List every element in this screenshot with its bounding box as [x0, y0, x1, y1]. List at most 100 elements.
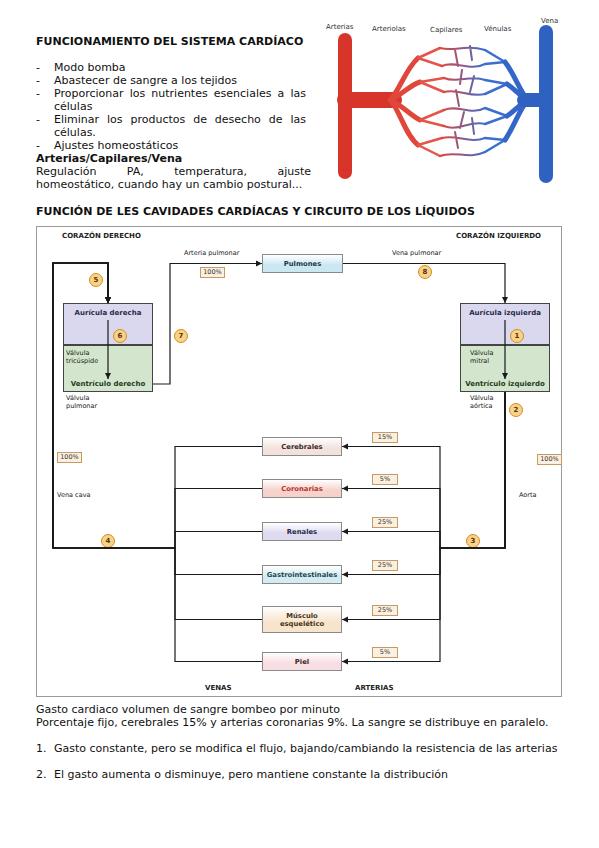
body-text: Modo bomba	[54, 61, 304, 74]
arrow-head	[105, 297, 111, 303]
body-text: Abastecer de sangre a los tejidos	[54, 74, 304, 87]
callout-number: 2	[509, 403, 523, 417]
flow-line	[53, 263, 262, 548]
percent-tag: 5%	[372, 647, 398, 658]
body-text: El gasto aumenta o disminuye, pero manti…	[54, 768, 562, 781]
flow-connector	[53, 263, 262, 548]
node-title: Aurícula izquierda	[469, 309, 541, 318]
flow-connector	[342, 392, 505, 548]
flow-line	[342, 392, 505, 548]
body-text: Porcentaje fijo, cerebrales 15% y arteri…	[36, 716, 562, 729]
arrow-head	[342, 486, 348, 492]
node-title: Ventrículo izquierdo	[465, 380, 545, 389]
node-title: Coronarias	[281, 485, 322, 493]
flow-connector	[342, 392, 505, 578]
percent-tag: 100%	[57, 452, 82, 463]
arteriole-twigs	[418, 48, 444, 156]
arrow-head	[105, 297, 111, 303]
edge-label: Arteria pulmonar	[184, 250, 239, 258]
flow-line	[53, 263, 262, 548]
flow-connector	[342, 392, 505, 548]
node-title: Músculo esquelético	[263, 612, 341, 628]
heart-chamber: Aurícula izquierda	[460, 303, 550, 345]
arrow-head	[105, 297, 111, 303]
flow-connector	[53, 263, 262, 662]
part-label: Capilares	[430, 26, 462, 34]
organ-box: Renales	[262, 522, 342, 541]
organ-box: Cerebrales	[262, 437, 342, 456]
arrow-head	[105, 373, 111, 379]
arrow-head	[342, 617, 348, 623]
flow-line	[107, 320, 108, 379]
diagram-note: Válvula aórtica	[470, 395, 510, 410]
body-text: Ajustes homeostáticos	[54, 139, 304, 152]
section-label: ARTERIAS	[355, 684, 394, 692]
part-label: Vena	[541, 17, 558, 25]
body-text: Eliminar los productos de desecho de las…	[54, 113, 306, 139]
flow-line	[53, 263, 262, 548]
flow-line	[343, 264, 505, 304]
flow-line	[504, 320, 505, 379]
part-label: Arterias	[326, 23, 353, 31]
body-text: -	[36, 113, 40, 126]
flow-connector	[342, 392, 505, 623]
flow-line	[342, 392, 505, 662]
body-text: Gasto cardiaco volumen de sangre bombeo …	[36, 703, 562, 716]
node-title: Gastrointestinales	[267, 571, 338, 579]
artery-branch	[345, 92, 394, 108]
body-text: -	[36, 61, 40, 74]
body-text: -	[36, 139, 40, 152]
flow-connector	[342, 392, 505, 548]
body-text: Regulación PA, temperatura, ajuste homeo…	[36, 165, 311, 191]
diagram-note: Válvula pulmonar	[66, 395, 106, 410]
venule-twigs	[485, 50, 507, 152]
callout-number: 8	[418, 265, 432, 279]
arrow-head	[342, 659, 348, 665]
arrow-head	[342, 572, 348, 578]
arrow-head	[502, 297, 508, 303]
arrow-head	[342, 444, 348, 450]
capillary-mesh	[440, 46, 485, 156]
flow-connector	[153, 261, 262, 385]
flow-line	[342, 392, 505, 620]
heading-text: Arterias/Capilares/Vena	[36, 152, 182, 165]
node-title: Ventrículo derecho	[71, 380, 146, 389]
percent-tag: 15%	[372, 432, 398, 443]
percent-tag: 25%	[372, 560, 398, 571]
heart-chamber: Aurícula derecha	[63, 303, 153, 345]
callout-number: 7	[174, 329, 188, 343]
organ-box: Músculo esquelético	[262, 606, 342, 633]
body-text: Gasto constante, pero se modifica el flu…	[54, 742, 562, 755]
organ-box: Pulmones	[262, 254, 343, 273]
arrow-head	[256, 261, 262, 267]
diagram-note: Válvula mitral	[470, 350, 510, 365]
flow-line	[342, 392, 505, 548]
edge-label: Vena pulmonar	[392, 250, 441, 258]
organ-box: Gastrointestinales	[262, 565, 342, 584]
body-text: 2.	[36, 768, 47, 781]
flow-line	[53, 263, 262, 620]
flow-connector	[53, 263, 262, 620]
body-text: -	[36, 74, 40, 87]
diagram-note: Vena cava	[57, 492, 91, 500]
arrow-head	[105, 297, 111, 303]
flow-line	[53, 263, 262, 662]
section-label: CORAZÓN IZQUIERDO	[456, 232, 541, 240]
section-label: CORAZÓN DERECHO	[62, 232, 141, 240]
arrow-head	[105, 297, 111, 303]
flow-connector	[53, 263, 262, 575]
flow-connector	[343, 264, 508, 304]
flow-connector	[53, 263, 262, 548]
arteriole-vessels	[390, 58, 420, 145]
arrow-head	[342, 529, 348, 535]
arrow-head	[105, 297, 111, 303]
diagram-note: Aorta	[519, 492, 537, 500]
percent-tag: 25%	[372, 605, 398, 616]
flow-line	[53, 263, 262, 575]
percent-tag: 100%	[200, 267, 225, 278]
callout-number: 4	[101, 534, 115, 548]
node-title: Aurícula derecha	[75, 309, 142, 318]
organ-box: Coronarias	[262, 479, 342, 498]
node-title: Cerebrales	[281, 443, 322, 451]
